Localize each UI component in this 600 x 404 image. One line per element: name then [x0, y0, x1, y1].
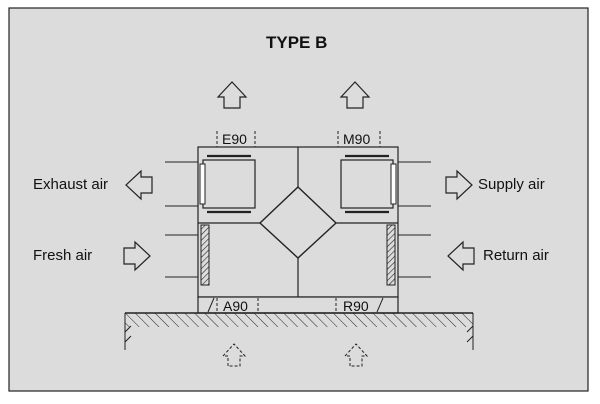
filter-icon — [200, 224, 210, 286]
arrow-left-icon — [447, 240, 475, 272]
port-label-m90: M90 — [343, 131, 371, 147]
port-label-e90: E90 — [222, 131, 247, 147]
port-label-a90: A90 — [223, 298, 248, 314]
fan-icon — [340, 154, 397, 214]
arrow-right-icon — [123, 240, 151, 272]
arrow-dashed-up-icon — [221, 343, 247, 367]
ground-hatch-icon — [125, 313, 473, 327]
arrow-up-icon — [216, 81, 248, 109]
diagram-title: TYPE B — [266, 33, 328, 52]
port-slash — [207, 297, 215, 313]
arrow-right-icon — [445, 169, 473, 201]
port-slash — [376, 297, 384, 313]
filter-icon — [386, 224, 396, 286]
port-label-r90: R90 — [343, 298, 369, 314]
heat-exchanger-icon — [258, 186, 338, 259]
label-exhaust-air: Exhaust air — [33, 176, 109, 193]
label-supply-air: Supply air — [478, 176, 545, 193]
fan-icon — [199, 154, 256, 214]
label-fresh-air: Fresh air — [33, 247, 93, 264]
arrow-left-icon — [125, 169, 153, 201]
arrow-dashed-up-icon — [343, 343, 369, 367]
label-return-air: Return air — [483, 247, 549, 264]
arrow-up-icon — [339, 81, 371, 109]
